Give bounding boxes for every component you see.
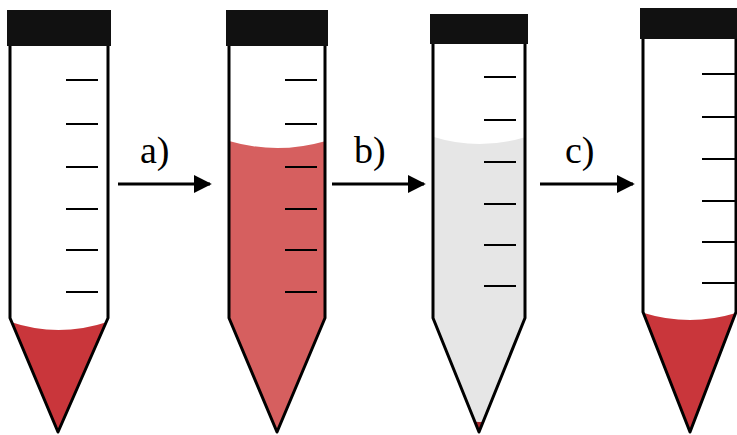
step-label: b) [354,131,386,169]
tube-cap [640,8,737,39]
tube-cap [226,10,328,46]
tube-cap [430,14,528,44]
step-arrow [540,183,633,186]
step-arrow [118,183,210,186]
tube [635,8,737,435]
tube [425,14,535,435]
step-label: a) [140,131,170,169]
diluted-sample [220,138,335,435]
tube [0,10,118,435]
tube-cap [7,10,111,46]
step-label: c) [565,131,595,169]
supernatant [425,134,535,435]
step-arrow [332,183,424,186]
tube [220,10,335,435]
